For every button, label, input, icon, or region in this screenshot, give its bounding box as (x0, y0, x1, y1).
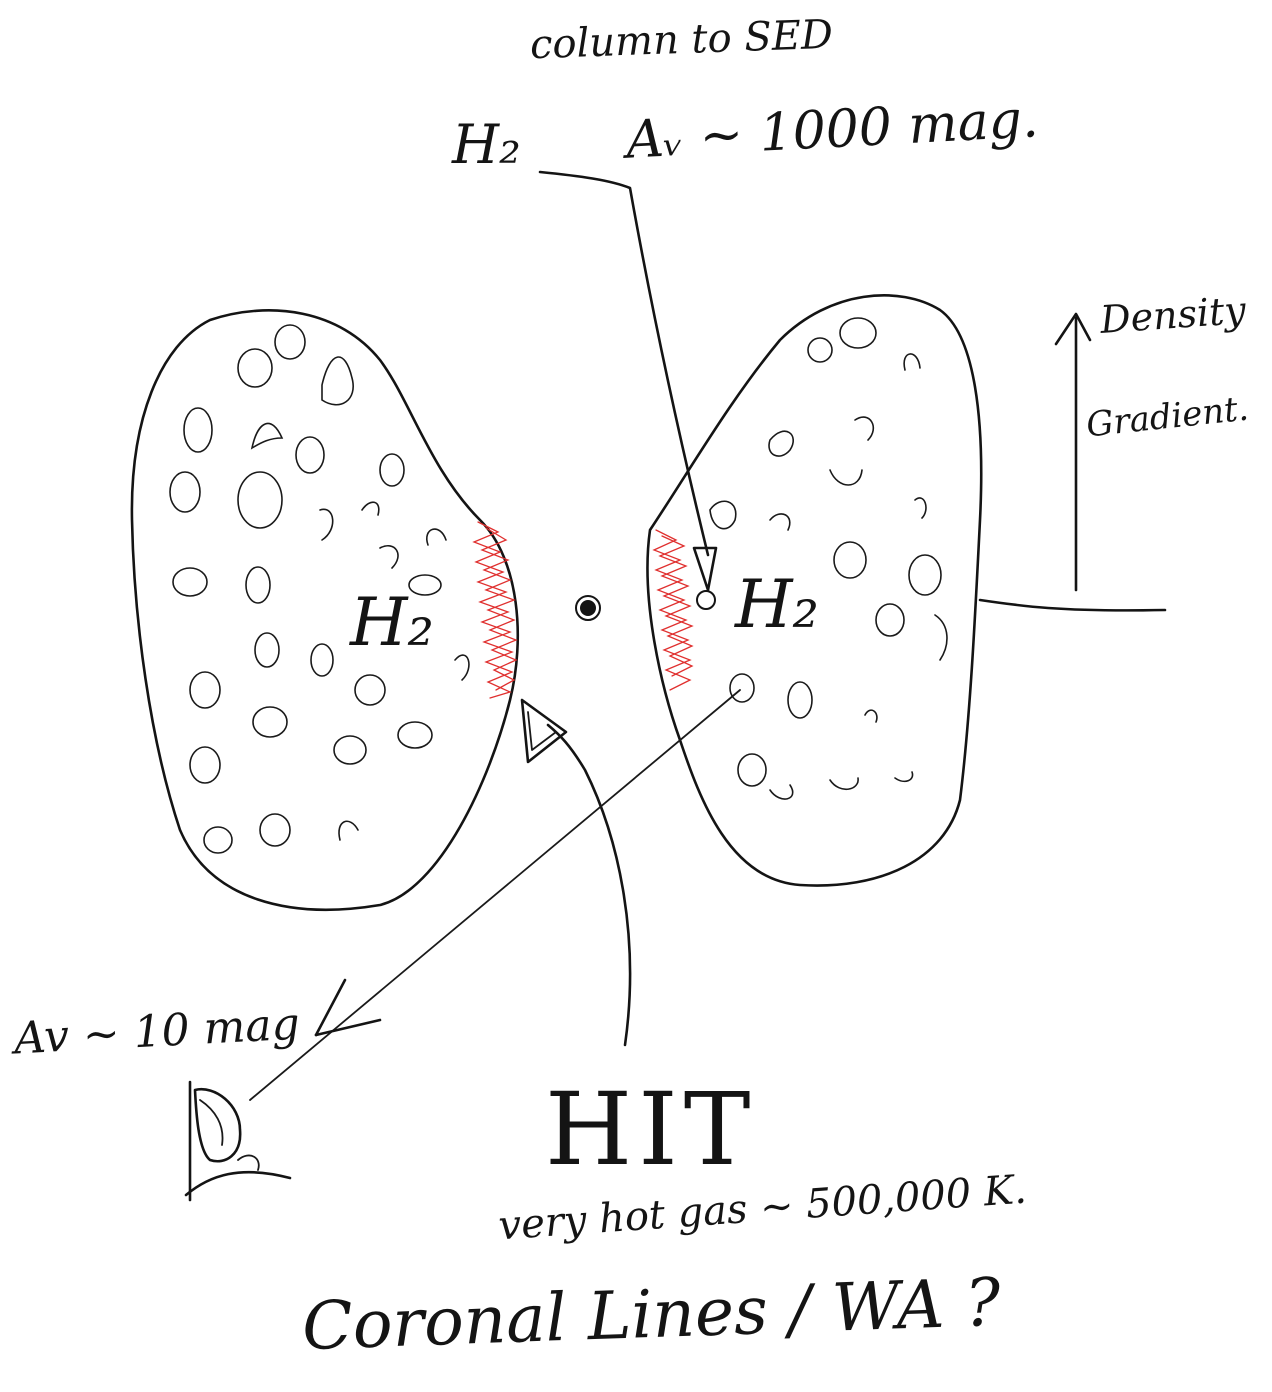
h2-left-label: H₂ (350, 590, 434, 656)
left-ionization-front (474, 522, 516, 698)
top-h2-pointer (540, 172, 716, 609)
hit-label: HIT (545, 1080, 756, 1180)
column-to-sed-label: column to SED (529, 15, 833, 66)
eye-icon (186, 1082, 290, 1200)
left-torus-cloud (132, 310, 518, 909)
right-cloud-clumps (710, 318, 947, 799)
density-label: Density (1099, 291, 1247, 339)
hit-arrow (522, 700, 630, 1045)
density-gradient-arrow (980, 314, 1165, 610)
h2-right-label: H₂ (735, 572, 819, 638)
h2-top-label: H₂ (452, 118, 521, 172)
central-source (576, 596, 600, 620)
